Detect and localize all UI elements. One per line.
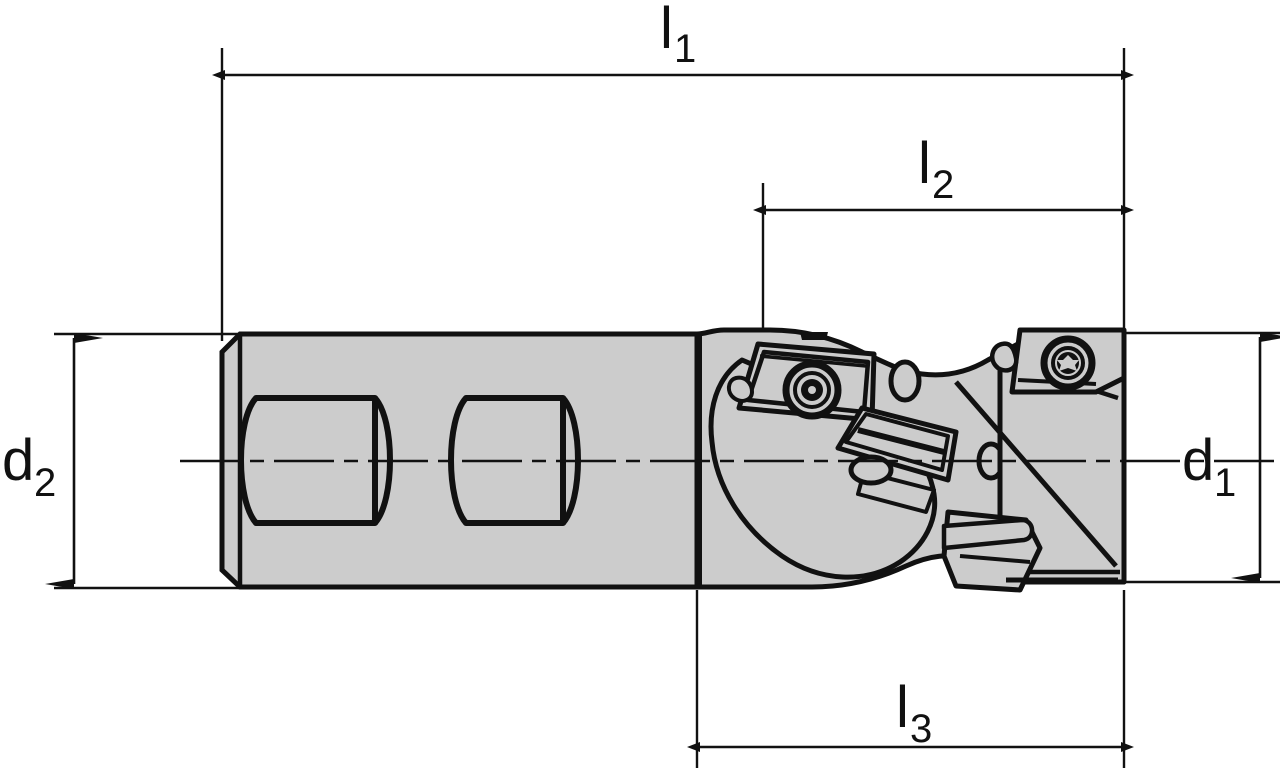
tool-body [219,327,1127,593]
head-top-notch [800,332,828,340]
torx-screw-front-star-icon [1057,355,1079,371]
dim-label-d2-symbol: d [2,428,34,493]
dim-label-l2-symbol: l [918,131,931,196]
dim-label-d2-subscript: 2 [34,461,56,505]
dim-label-d1-subscript: 1 [1214,461,1236,505]
coolant-hole-upper [888,359,922,403]
insert-bottom-bevel [959,554,1031,564]
dim-label-l2-subscript: 2 [932,163,954,207]
dim-label-l2: l 2 [918,131,954,207]
insert-lower-edge-line [857,427,945,455]
dimension-labels: l 1 l 2 l 3 d 2 d 1 [2,0,1236,751]
coolant-pin [941,517,1035,551]
insert-pocket-lower [835,405,959,514]
dim-label-l3: l 3 [896,675,932,751]
insert-upper-clamp-lip [727,375,755,403]
torx-screw-socket-center-icon [808,386,816,394]
dim-label-d1: d 1 [1182,428,1236,505]
dim-label-l1-subscript: 1 [674,27,696,71]
dim-label-l1: l 1 [660,0,696,71]
dim-label-d2: d 2 [2,428,56,505]
insert-front-clamp-lip [989,341,1019,373]
locating-boss-ellipse [848,454,894,486]
dim-label-l3-subscript: 3 [910,707,932,751]
dim-label-l3-symbol: l [896,675,909,740]
dim-label-l1-symbol: l [660,0,673,61]
front-facet-diagonal [954,380,1118,568]
dim-label-d1-symbol: d [1182,428,1214,493]
insert-pocket-front-top [989,327,1127,395]
insert-screw-upper [782,360,842,420]
dimension-lines [45,70,1280,752]
